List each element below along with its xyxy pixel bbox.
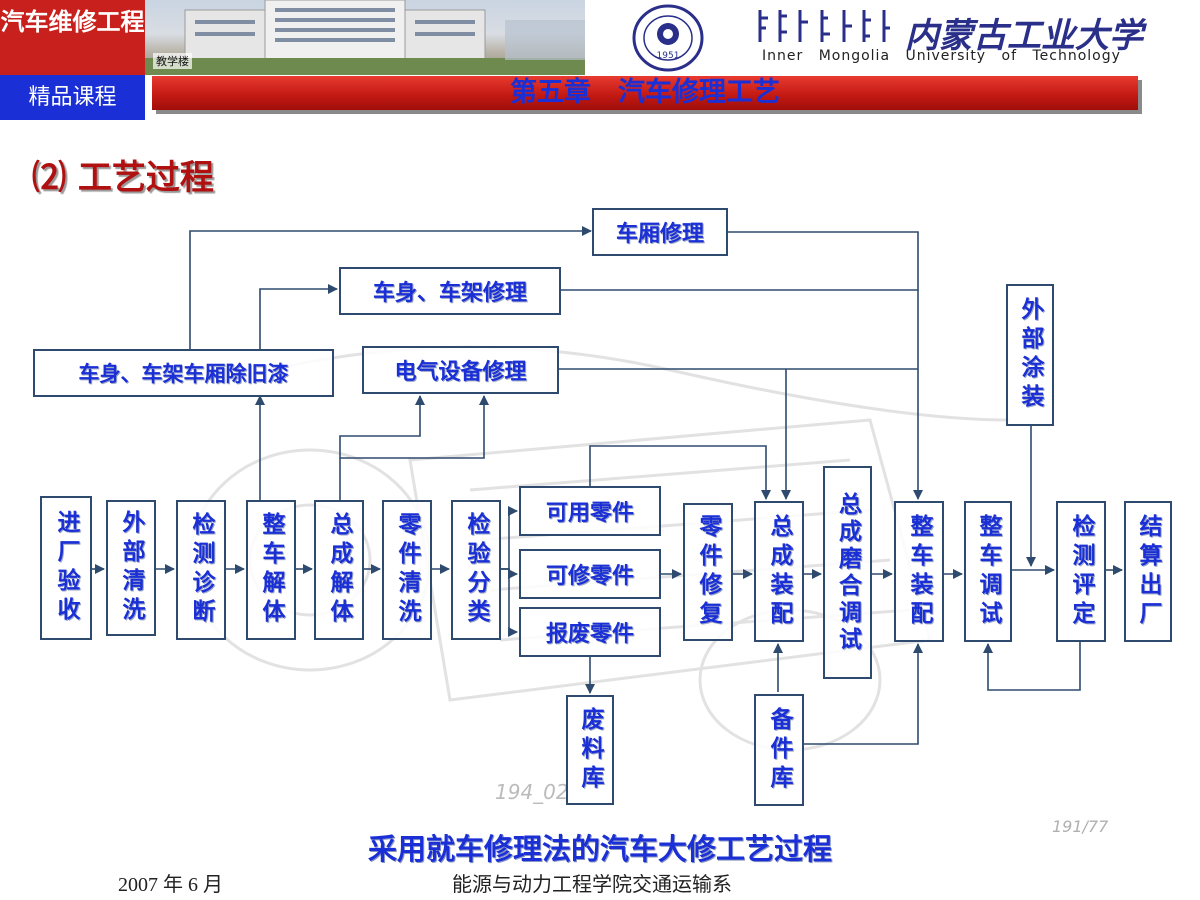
diagram-caption: 采用就车修理法的汽车大修工艺过程 — [367, 832, 832, 866]
course-name: 汽车维修工程 — [0, 8, 145, 36]
building-photo-image — [145, 0, 585, 75]
node-chexiang-xiuli: 车厢修理 — [592, 208, 728, 256]
seal-year: 1951 — [657, 51, 680, 61]
mongolian-script-icon — [758, 10, 890, 42]
node-dianqi-xiuli: 电气设备修理 — [362, 346, 559, 394]
node-waibu-tuzhuang: 外部涂装 — [1006, 284, 1054, 426]
node-zongcheng-jieti: 总成解体 — [314, 500, 364, 640]
node-lingjian-xiufu: 零件修复 — [683, 503, 733, 641]
chapter-title: 第五章 汽车修理工艺 — [510, 77, 780, 108]
course-tag-badge: 精品课程 — [0, 75, 145, 120]
node-jiance-pingding: 检测评定 — [1056, 501, 1106, 642]
node-cheshen-chejia-xiuli: 车身、车架修理 — [339, 267, 561, 315]
footer-department: 能源与动力工程学院交通运输系 — [452, 872, 732, 896]
university-name-cn: 内蒙古工业大学 — [905, 16, 1143, 56]
university-name-en: Inner Mongolia University of Technology — [762, 48, 1121, 64]
campus-photo: 教学楼 — [145, 0, 585, 75]
course-tag: 精品课程 — [28, 85, 117, 110]
photo-label: 教学楼 — [153, 53, 192, 69]
course-name-badge: 汽车维修工程 — [0, 0, 145, 75]
node-waibu-qingxi: 外部清洗 — [106, 500, 156, 636]
node-jianyan-fenlei: 检验分类 — [451, 500, 501, 640]
node-kexiu-lingjian: 可修零件 — [519, 549, 661, 599]
chapter-bar — [152, 76, 1138, 110]
node-zhengche-jieti: 整车解体 — [246, 500, 296, 640]
node-beijianku: 备件库 — [754, 694, 804, 806]
page-number: 191/77 — [1052, 817, 1109, 836]
node-jiesuan-chuchang: 结算出厂 — [1124, 501, 1172, 642]
node-jinchang-yanshou: 进厂验收 — [40, 496, 92, 640]
node-zongcheng-zhuangpei: 总成装配 — [754, 501, 804, 642]
watermark-text: 194_02 — [495, 780, 569, 804]
node-zhengche-zhuangpei: 整车装配 — [894, 501, 944, 642]
node-jiance-zhenduan: 检测诊断 — [176, 500, 226, 640]
section-title: ⑵ 工艺过程 — [32, 158, 214, 198]
node-baofei-lingjian: 报废零件 — [519, 607, 661, 657]
footer-date: 2007 年 6 月 — [118, 874, 223, 896]
node-mohe-tiaoshi: 总成磨合调试 — [823, 466, 872, 679]
node-keyong-lingjian: 可用零件 — [519, 486, 661, 536]
node-zhengche-tiaoshi: 整车调试 — [964, 501, 1012, 642]
university-seal-icon: 1951 — [632, 4, 704, 72]
node-chuqi: 车身、车架车厢除旧漆 — [33, 349, 334, 397]
node-feiliaoku: 废料库 — [566, 695, 614, 805]
node-lingjian-qingxi: 零件清洗 — [382, 500, 432, 640]
